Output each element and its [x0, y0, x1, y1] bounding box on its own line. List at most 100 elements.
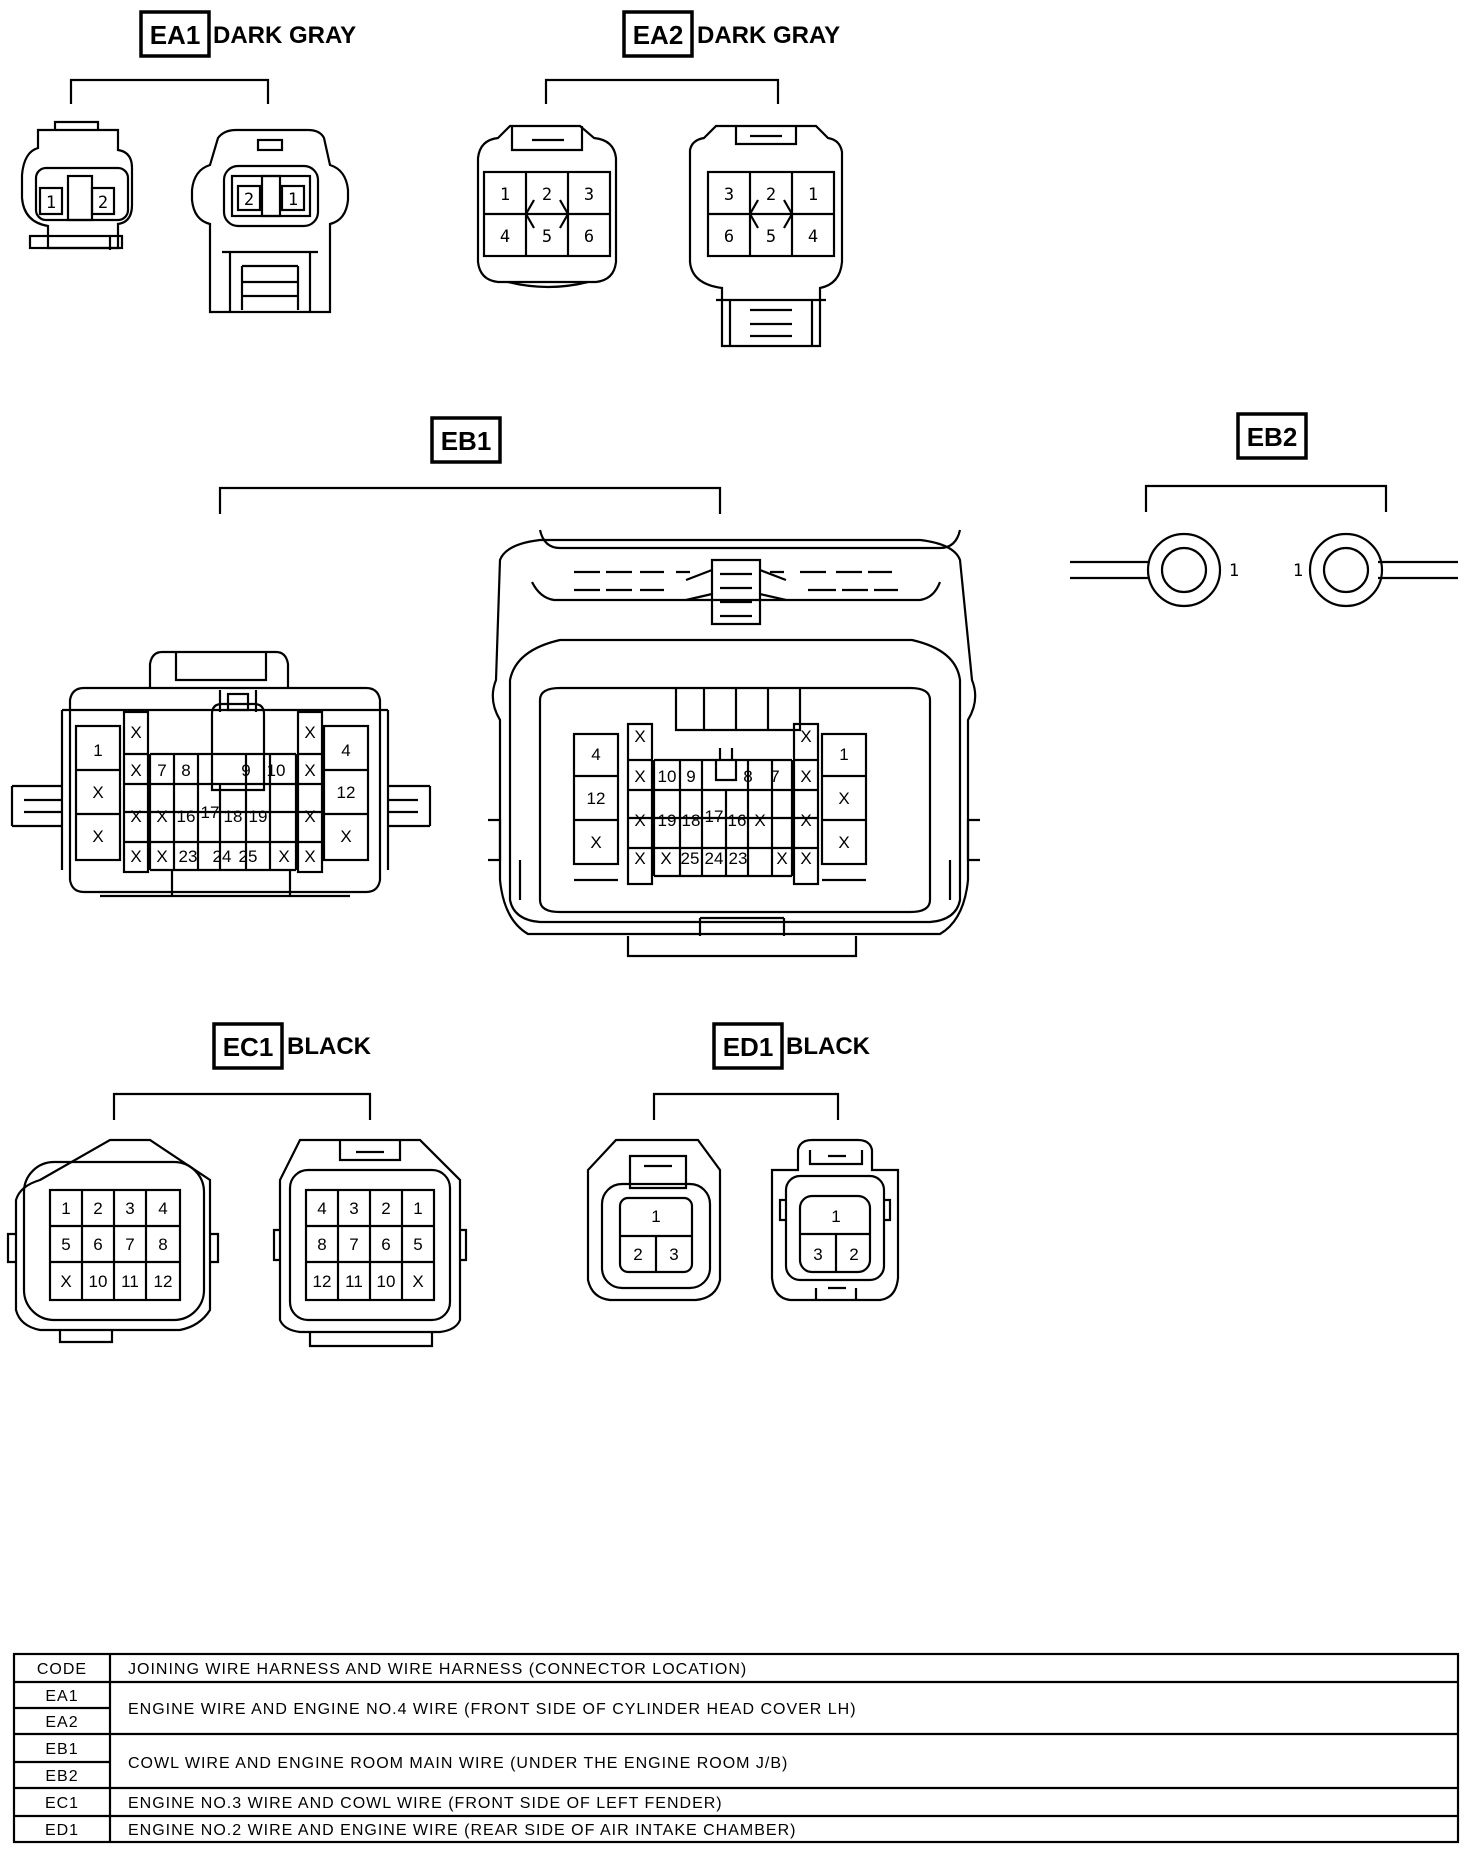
eb1-right-pin: 1	[839, 745, 848, 764]
ea2-right-pin: 6	[724, 227, 734, 247]
eb1-left-pin: X	[156, 807, 167, 826]
table-row-code: EB2	[45, 1768, 78, 1785]
ea2-left-pin: 3	[584, 185, 594, 205]
ea1-color: DARK GRAY	[213, 22, 356, 49]
eb1-right-pin: 9	[686, 767, 695, 786]
ec1-right-pin: 1	[413, 1199, 422, 1218]
eb2-code: EB2	[1247, 422, 1298, 452]
eb1-left-pin: X	[156, 847, 167, 866]
eb1-right-pin: 7	[770, 767, 779, 786]
eb1-right-pin: X	[634, 811, 645, 830]
ea2-left-pin: 1	[500, 185, 510, 205]
table-row-desc: ENGINE NO.3 WIRE AND COWL WIRE (FRONT SI…	[128, 1795, 723, 1812]
eb1-left-pin: X	[340, 827, 351, 846]
ea2-right-pin: 2	[766, 185, 776, 205]
ea2-left-pin: 4	[500, 227, 510, 247]
ed1-connector-group: ED1 BLACK	[586, 1022, 900, 1302]
ec1-left-connector	[6, 1138, 220, 1344]
eb1-right-pin: X	[800, 767, 811, 786]
eb1-left-pin: X	[130, 761, 141, 780]
ea2-right-pin: 3	[724, 185, 734, 205]
eb1-right-pin: 18	[682, 811, 701, 830]
ea2-right-pin: 1	[808, 185, 818, 205]
ed1-right-pin: 1	[831, 1207, 840, 1226]
eb1-connector-group: EB1	[10, 416, 980, 958]
ec1-color: BLACK	[287, 1033, 372, 1060]
ec1-right-pin: 11	[345, 1272, 363, 1291]
eb1-code: EB1	[441, 426, 492, 456]
eb1-right-pin: 25	[681, 849, 700, 868]
eb1-left-pin: X	[92, 827, 103, 846]
ea2-left-pin: 5	[542, 227, 552, 247]
eb1-left-pin: 10	[267, 761, 286, 780]
ec1-right-pin: 8	[317, 1235, 326, 1254]
ea1-connector-group: EA1 DARK GRAY 1 2	[20, 10, 356, 314]
ec1-left-pin: 3	[125, 1199, 134, 1218]
eb1-left-pin: 23	[179, 847, 198, 866]
ec1-left-pin: 11	[121, 1272, 139, 1291]
ec1-right-pin: 4	[317, 1199, 326, 1218]
eb1-right-pin: X	[634, 727, 645, 746]
eb1-right-pin: 23	[729, 849, 748, 868]
ed1-pins: 1 2 3 1 3 2	[633, 1207, 858, 1264]
ec1-left-pin: X	[60, 1272, 71, 1291]
eb1-right-pin: X	[660, 849, 671, 868]
ed1-left-connector	[586, 1138, 722, 1302]
eb1-right-pin: X	[634, 767, 645, 786]
ea2-code-box	[622, 10, 694, 58]
table-header-code: CODE	[37, 1661, 87, 1678]
ec1-right-pin: 10	[377, 1272, 396, 1291]
table-row-code: EB1	[45, 1741, 78, 1758]
ec1-left-pin: 10	[89, 1272, 108, 1291]
ea2-left-pin: 2	[542, 185, 552, 205]
location-table	[12, 1652, 1460, 1844]
ed1-right-connector	[770, 1138, 900, 1302]
ec1-right-pins: 4 3 2 1 8 7 6 5 12 11 10 X	[313, 1199, 424, 1291]
ec1-code: EC1	[223, 1032, 274, 1062]
location-table-text: CODE JOINING WIRE HARNESS AND WIRE HARNE…	[37, 1661, 857, 1839]
ed1-code: ED1	[723, 1032, 774, 1062]
table-row-code: EA1	[45, 1688, 78, 1705]
ea1-left-connector: 1 2	[20, 120, 134, 250]
ed1-left-pin: 2	[633, 1245, 642, 1264]
eb1-left-pin: 4	[341, 741, 350, 760]
ea1-code-box	[139, 10, 211, 58]
eb1-left-pin: 19	[249, 807, 268, 826]
ec1-left-pin: 5	[61, 1235, 70, 1254]
ec1-left-pin: 7	[125, 1235, 134, 1254]
ec1-right-pin: 6	[381, 1235, 390, 1254]
ec1-left-pins: 1 2 3 4 5 6 7 8 X 10 11 12	[60, 1199, 172, 1291]
ea2-color: DARK GRAY	[697, 22, 840, 49]
eb1-left-pin: X	[92, 783, 103, 802]
eb1-right-pin: 24	[705, 849, 724, 868]
eb1-bracket	[218, 486, 722, 514]
ea2-left-connector: 1 2 3 4 5 6	[476, 124, 618, 289]
eb1-left-pin: 1	[93, 741, 102, 760]
ea2-right-pin: 4	[808, 227, 818, 247]
ec1-right-pin: 5	[413, 1235, 422, 1254]
ec1-left-pin: 12	[154, 1272, 173, 1291]
eb2-right-pin: 1	[1293, 561, 1303, 581]
ea2-bracket	[544, 78, 780, 104]
eb1-right-pin: 16	[728, 811, 747, 830]
eb1-left-pin: 16	[177, 807, 196, 826]
eb1-right-pin: X	[590, 833, 601, 852]
eb1-left-pin: X	[130, 807, 141, 826]
eb1-left-pin: 9	[241, 761, 250, 780]
eb1-right-pin: 17	[705, 807, 724, 826]
eb1-left-pin: 24	[213, 847, 232, 866]
eb2-left-pin: 1	[1229, 561, 1239, 581]
eb1-right-pin: X	[634, 849, 645, 868]
ea1-right-connector: 2 1	[190, 128, 350, 314]
eb1-right-pin: 8	[743, 767, 752, 786]
ec1-bracket	[112, 1092, 372, 1120]
table-row-desc: ENGINE WIRE AND ENGINE NO.4 WIRE (FRONT …	[128, 1701, 857, 1718]
table-header-desc: JOINING WIRE HARNESS AND WIRE HARNESS (C…	[128, 1661, 747, 1678]
ec1-left-pin: 2	[93, 1199, 102, 1218]
ea1-left-pin: 1	[46, 193, 56, 213]
eb1-left-connector	[10, 650, 432, 898]
eb1-right-pin: X	[838, 789, 849, 808]
eb1-left-pin: 8	[181, 761, 190, 780]
ea1-bracket	[69, 78, 270, 104]
